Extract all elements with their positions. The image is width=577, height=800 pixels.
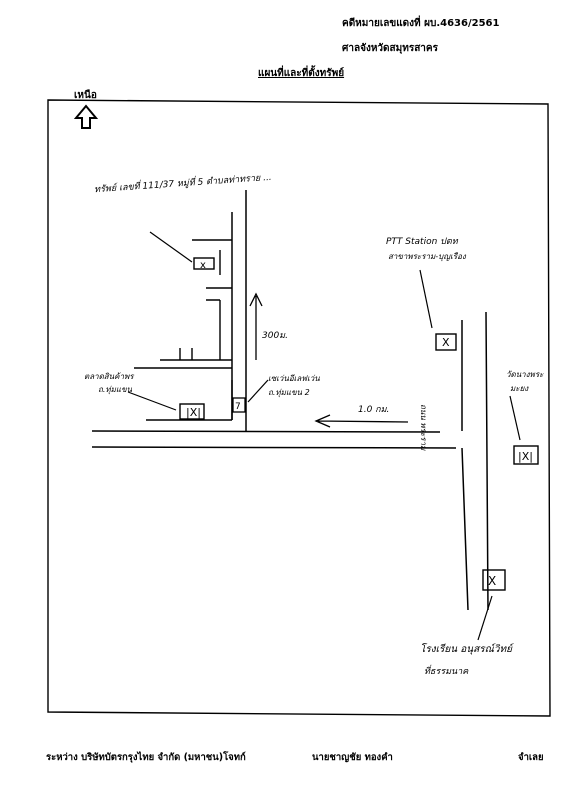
soi-stubs	[134, 239, 233, 421]
market-road-label: ถ.ทุ่มแขน	[98, 385, 133, 394]
market-arrow	[127, 391, 177, 411]
distance-1km-label: 1.0 กม.	[358, 405, 390, 415]
property-arrow	[149, 231, 193, 263]
right-road	[461, 311, 489, 611]
soi-road	[231, 190, 247, 431]
svg-text:X: X	[488, 574, 496, 588]
road-label: ถนน พระราม	[419, 404, 428, 451]
temple-label: วัดนางพระ	[506, 370, 544, 379]
property-x: x	[200, 260, 206, 271]
main-road	[91, 430, 457, 449]
arrow-300m	[249, 292, 263, 360]
svg-text:|X|: |X|	[186, 406, 201, 419]
ptt-branch-label: สาขาพระราม-บุญเรือง	[388, 252, 466, 261]
svg-text:|X|: |X|	[518, 450, 533, 463]
footer-role: จำเลย	[518, 752, 544, 763]
case-number: คดีหมายเลขแดงที่ ผบ.4636/2561	[342, 18, 500, 29]
seven-label: เซเว่นอีเลฟเว่น	[268, 374, 320, 383]
seven-arrow	[247, 379, 269, 403]
school-label: โรงเรียน อนุสรณ์วิทย์	[420, 644, 512, 655]
school-marker	[482, 569, 506, 591]
svg-text:X: X	[442, 336, 450, 349]
school-arrow	[477, 595, 493, 641]
school-sub-label: ที่ธรรมนาค	[424, 667, 469, 677]
temple-sub-label: มะยง	[510, 384, 529, 393]
ptt-arrow	[419, 269, 433, 329]
svg-text:7: 7	[235, 402, 241, 412]
court-name: ศาลจังหวัดสมุทรสาคร	[342, 43, 438, 54]
seven-road-label: ถ.ทุ่มแขน 2	[268, 388, 310, 397]
market-marker	[179, 403, 205, 420]
ptt-marker	[435, 333, 457, 351]
arrow-1km	[314, 414, 409, 428]
temple-arrow	[509, 395, 521, 441]
footer-defendant: นายชาญชัย ทองคำ	[312, 752, 393, 763]
seven-marker	[232, 397, 246, 413]
north-arrow-icon	[73, 104, 99, 129]
map-frame	[47, 99, 551, 717]
ptt-label: PTT Station ปตท	[386, 237, 458, 247]
property-marker	[193, 257, 215, 270]
market-label: ตลาดสินค้าพร	[84, 372, 134, 381]
north-label: เหนือ	[74, 90, 97, 101]
page-title: แผนที่และที่ตั้งทรัพย์	[258, 68, 345, 79]
distance-300-label: 300ม.	[262, 331, 288, 341]
temple-marker	[513, 445, 539, 465]
footer-parties: ระหว่าง บริษัทบัตรกรุงไทย จำกัด (มหาชน)โ…	[46, 752, 246, 763]
